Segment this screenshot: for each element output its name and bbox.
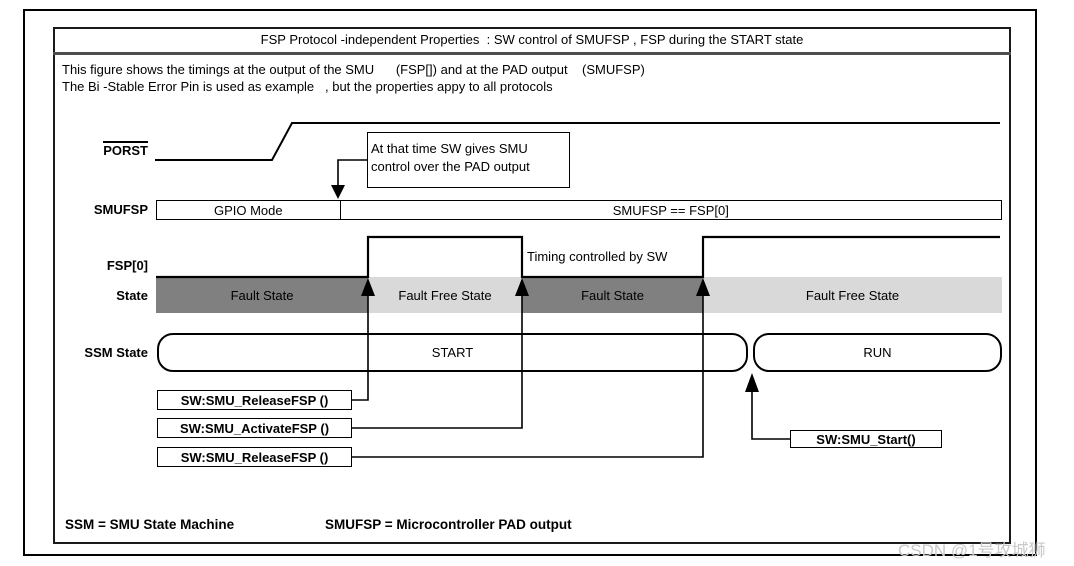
annotation-line2: control over the PAD output — [371, 159, 530, 174]
sw-call-release-fsp-1: SW:SMU_ReleaseFSP () — [157, 390, 352, 410]
timing-note: Timing controlled by SW — [527, 249, 668, 264]
porst-overline: PORST — [103, 141, 148, 158]
state-row-label: State — [116, 288, 148, 303]
sw-call-release-fsp-2: SW:SMU_ReleaseFSP () — [157, 447, 352, 467]
state-segment-fault-2: Fault State — [522, 277, 703, 313]
figure-description-line1: This figure shows the timings at the out… — [62, 62, 645, 77]
porst-signal-label: PORST — [40, 141, 148, 158]
fsp0-signal-label: FSP[0] — [106, 258, 148, 273]
annotation-callout: At that time SW gives SMU control over t… — [367, 132, 570, 188]
legend-ssm: SSM = SMU State Machine — [65, 517, 235, 532]
ssm-state-row-label: SSM State — [84, 345, 148, 360]
state-segment-fault-1: Fault State — [156, 277, 368, 313]
outer-frame — [23, 9, 1037, 556]
annotation-line1: At that time SW gives SMU — [371, 141, 528, 156]
smufsp-segment-fsp0: SMUFSP == FSP[0] — [339, 201, 1001, 219]
smufsp-segment-gpio-mode: GPIO Mode — [213, 202, 283, 218]
ssm-state-start: START — [157, 333, 748, 372]
figure-description-line2: The Bi -Stable Error Pin is used as exam… — [62, 79, 553, 94]
state-segment-fault-free-1: Fault Free State — [368, 277, 522, 313]
smufsp-bar: GPIO Mode SMUFSP == FSP[0] — [156, 200, 1002, 220]
legend-smufsp: SMUFSP = Microcontroller PAD output — [325, 517, 572, 532]
smufsp-signal-label: SMUFSP — [93, 202, 148, 217]
sw-call-activate-fsp: SW:SMU_ActivateFSP () — [157, 418, 352, 438]
ssm-state-run: RUN — [753, 333, 1002, 372]
watermark: CSDN @1号攻城狮 — [898, 541, 1046, 560]
state-segment-fault-free-2: Fault Free State — [703, 277, 1002, 313]
figure-title: FSP Protocol -independent Properties : S… — [53, 27, 1011, 55]
sw-call-smu-start: SW:SMU_Start() — [790, 430, 942, 448]
